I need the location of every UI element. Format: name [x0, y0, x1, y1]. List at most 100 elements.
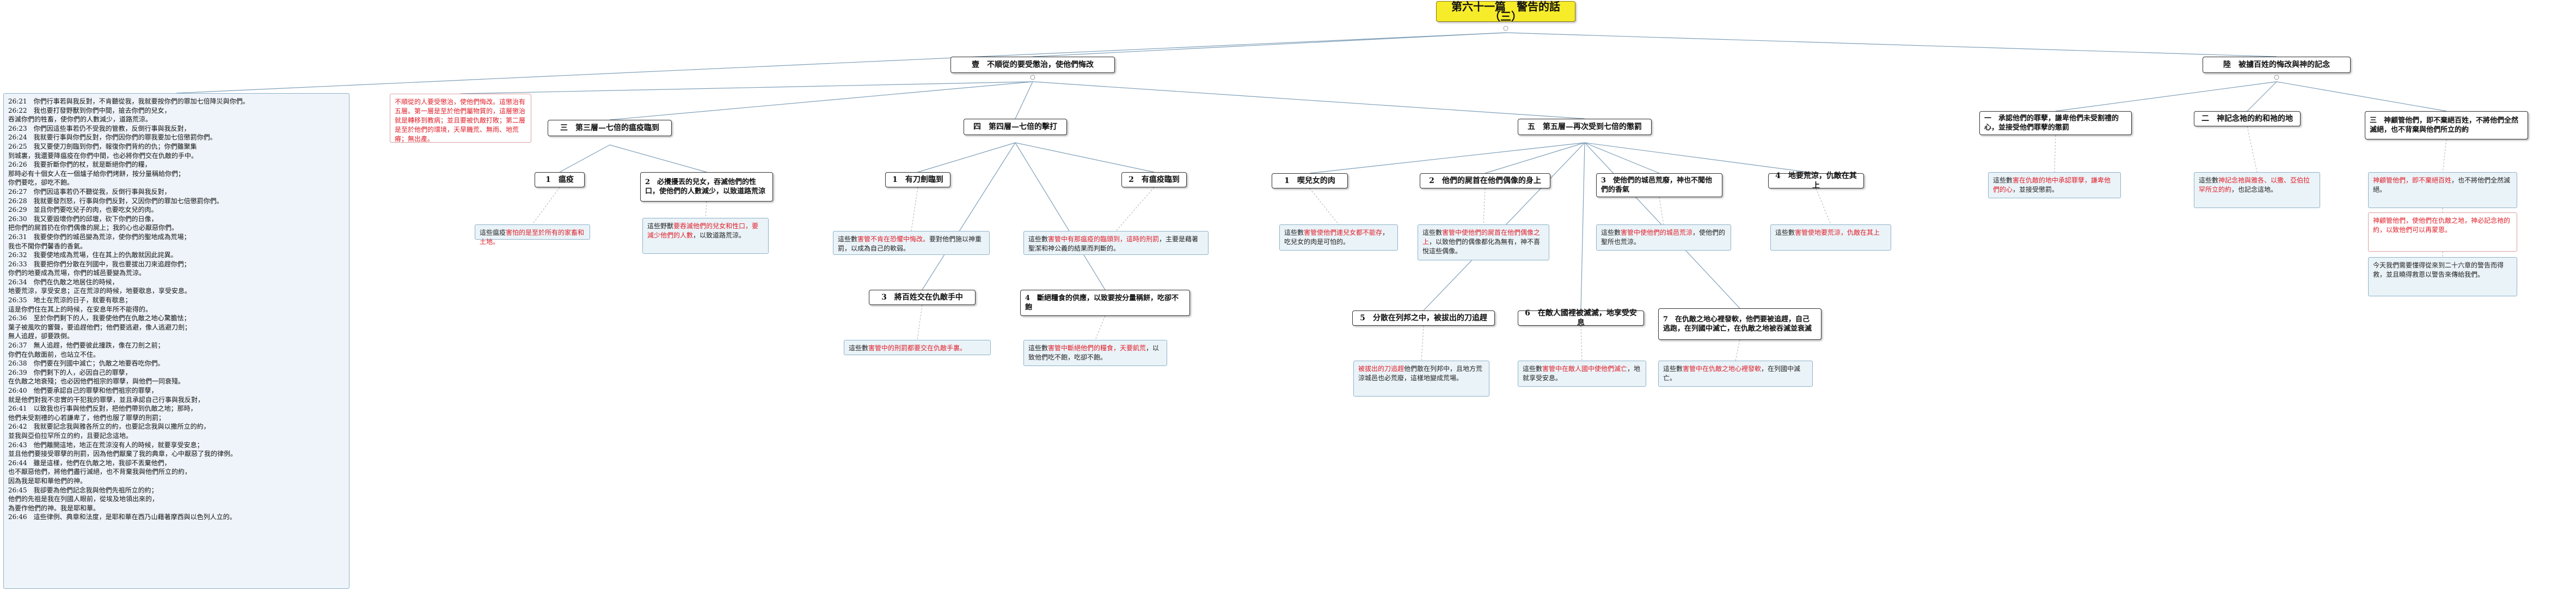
verse-line: 也不厭惡他們，將他們盡行滅絕，也不背棄我與他們所立的約，	[8, 468, 192, 476]
verse-line: 26:28 我就要發烈怒，行事與你們反對，又因你們的罪加七倍懲罰你們。	[8, 197, 223, 205]
item-covenant-remembered[interactable]: 二 神記念祂的約和祂的地	[2194, 111, 2301, 126]
item-plague[interactable]: 2 有瘟疫臨到	[1121, 172, 1187, 187]
connector	[917, 142, 1016, 173]
verse-line: 並我與亞伯拉罕所立的約，且要記念這地。	[8, 431, 133, 440]
verse-line: 無人追趕，卻要跌倒。	[8, 332, 74, 340]
verse-line: 26:41 以致我也行事與他們反對，把他們帶到仇敵之地；那時，	[8, 405, 197, 413]
item-famine[interactable]: 4 斷絕糧食的供應，以致要按分量稱餅，吃卻不飽	[1020, 290, 1190, 316]
note-confess: 這些數害在仇敵的地中承認罪孽，謙卑他們的心，並接受懲罰。	[1988, 172, 2121, 198]
verse-line: 26:27 你們因這事若仍不聽從我，反倒行事與我反對，	[8, 187, 171, 196]
layer-four[interactable]: 四 第四層—七倍的擊打	[964, 119, 1067, 135]
verse-line: 吞滅你們的牲畜，使你們的人數減少，道路荒涼。	[8, 115, 152, 124]
verse-line: 他們未受割禮的心若謙卑了，他們也服了罪孽的刑罰；	[8, 413, 165, 422]
connector	[705, 201, 707, 218]
branch-remembrance[interactable]: 陸 被擄百姓的悔改與神的記念	[2203, 57, 2351, 73]
verse-line: 26:42 我就要記念我與雅各所立的約，也要記念我與以撒所立的約，	[8, 423, 210, 431]
branch-discipline-intro: 不順從的人要受懲治，使他們悔改。這懲治有五層。第一層是至於他們屬物質的，這層懲治…	[390, 94, 531, 143]
scripture-verses-panel: 26:21 你們行事若與我反對，不肯聽從我，我就要按你們的罪加七倍降災與你們。2…	[3, 93, 349, 589]
connector	[460, 81, 1033, 94]
connector	[1659, 197, 1664, 225]
item-scattered[interactable]: 5 分散在列邦之中，被拔出的刀追趕	[1352, 310, 1495, 326]
connector	[1505, 32, 2277, 57]
connector	[1309, 142, 1585, 174]
item-eat-children[interactable]: 1 喫兒女的肉	[1272, 173, 1348, 188]
connector	[922, 142, 1016, 290]
connector	[2276, 81, 2447, 112]
note-covenant-remembered: 這些數神記念祂與雅各、以撒、亞伯拉罕所立的約，也記念這地。	[2194, 172, 2320, 208]
item-carcasses[interactable]: 2 他們的屍首在他們偶像的身上	[1420, 173, 1550, 188]
note-not-cast-away: 神顧管他們，即不棄絕百姓，也不將他們全然滅絕。	[2368, 172, 2517, 208]
verse-line: 26:43 他們離開這地，地正在荒涼沒有人的時候，就要享受安息；	[8, 441, 204, 449]
collapse-handle[interactable]	[1030, 75, 1035, 80]
verse-line: 26:30 我又要毀壞你們的邱壇，砍下你們的日像，	[8, 215, 158, 223]
verse-line: 把你們的屍首扔在你們偶像的屍上；我的心也必厭惡你們。	[8, 224, 179, 232]
verse-line: 26:32 我要使地成為荒場，住在其上的仇敵就因此詫異。	[8, 251, 177, 259]
item-not-cast-away[interactable]: 三 神顧管他們，即不棄絕百姓，不將他們全然滅絕，也不背棄與他們所立的約	[2365, 111, 2528, 139]
item-wild-beasts[interactable]: 2 必攪擾丟的兒女，吞滅他們的性口，使他們的人數減少，以致道路荒涼	[640, 172, 773, 202]
layer-three[interactable]: 三 第三層—七倍的瘟疫臨到	[548, 120, 672, 136]
collapse-handle[interactable]	[1503, 26, 1508, 31]
connector	[1584, 142, 1817, 174]
connector	[1485, 142, 1585, 174]
connector	[1735, 339, 1740, 361]
note-remembrance-black: 今天我們需要懂得從來到二十六章的警告而得救，並且曉得救恩以警告來傳給我們。	[2368, 257, 2517, 296]
connector	[1015, 81, 1033, 119]
connector	[609, 144, 707, 173]
note-remembrance-red: 神顧管他們，使他們在仇敵之地，神必記念祂的約，以致他們可以再蒙恩。	[2368, 212, 2517, 252]
item-confess[interactable]: 一 承認他們的罪孽，謙卑他們未受割禮的心，並接受他們罪孽的懲罰	[1979, 111, 2132, 135]
collapse-handle[interactable]	[2274, 75, 2279, 80]
connector	[176, 32, 1506, 94]
verse-line: 在仇敵之地衰殘；也必因他們祖宗的罪孽，與他們一同衰殘。	[8, 377, 185, 386]
connector	[1580, 325, 1583, 361]
connector	[1015, 142, 1155, 173]
verse-line: 並且他們要接受罪孽的刑罰，因為他們厭棄了我的典章，心中厭惡了我的律例。	[8, 450, 237, 458]
connector	[1816, 188, 1831, 225]
connector	[917, 304, 923, 340]
branch-discipline[interactable]: 壹 不順從的要受懲治，使他們悔改	[950, 57, 1115, 73]
verse-line: 26:29 並且你們要吃兒子的肉，也要吃女兒的肉。	[8, 206, 158, 214]
verse-line: 26:38 你們要在列國中滅亡；仇敵之地要吞吃你們。	[8, 360, 164, 368]
note-plague: 這些數害管中有那瘟疫的臨頭到，這時的刑罰，主要是藉著聖潔和神公義的結果而判斷的。	[1023, 231, 1209, 255]
item-cities-waste[interactable]: 3 使他們的城邑荒廢，神也不聞他們的香氣	[1596, 173, 1722, 197]
connector	[1309, 188, 1339, 225]
verse-line: 26:26 我要折斷你們的杖，就是斷絕你們的糧，	[8, 161, 151, 169]
item-sword[interactable]: 1 有刀劍臨到	[885, 172, 950, 187]
item-enemies-hand[interactable]: 3 將百姓交在仇敵手中	[869, 290, 976, 305]
item-pestilence[interactable]: 1 瘟疫	[535, 172, 585, 187]
root-node[interactable]: 第六十一篇 警告的話（三）	[1436, 1, 1575, 22]
verse-line: 我也不聞你們馨香的香氣。	[8, 242, 87, 250]
layer-five[interactable]: 五 第五層—再次受到七倍的懲罰	[1518, 119, 1652, 135]
verse-line: 26:39 你們剩下的人，必因自己的罪孽，	[8, 368, 132, 376]
item-faint-hearts[interactable]: 7 在仇敵之地心裡發軟，他們要被追趕，自己逃跑，在列國中滅亡，在仇敵之地被吞滅並…	[1658, 308, 1821, 340]
connector	[1584, 142, 1660, 174]
verse-line: 26:36 至於你們剩下的人，我要使他們在仇敵之地心驚膽怯；	[8, 314, 191, 322]
verse-line: 葉子被風吹的響聲，要追趕他們；他們要逃避，像人逃避刀劍；	[8, 323, 192, 331]
note-wild-beasts: 這些野獸要吞滅他們的兒女和性口，要減少他們的人數，以致道路荒涼。	[642, 218, 769, 254]
verse-line: 26:40 他們要承認自己的罪孽和他們祖宗的罪孽，	[8, 387, 158, 394]
verse-line: 26:25 我又要使刀劍臨到你們，報復你們背約的仇；你們雖聚集	[8, 142, 197, 150]
verse-line: 26:34 你們在仇敵之地居住的時候，	[8, 278, 119, 286]
connector	[2247, 126, 2258, 173]
connector	[1032, 81, 1585, 119]
verse-line: 這是你們住在其上的時候，在安息年所不能得的。	[8, 305, 152, 313]
connector	[1015, 142, 1106, 290]
connector	[559, 144, 610, 173]
verse-line: 26:23 你們因這些事若仍不受我的管教，反倒行事與我反對，	[8, 124, 191, 132]
connector	[2247, 81, 2277, 112]
note-perish-sabbath: 這些數害管中在敵人國中使他們滅亡，地就享受安息。	[1518, 361, 1646, 387]
item-land-desolate[interactable]: 4 地要荒涼，仇敵在其上	[1768, 172, 1864, 190]
verse-line: 26:44 雖是這樣，他們在仇敵之地，我卻不丟棄他們，	[8, 459, 171, 467]
verse-line: 因為我是耶和華他們的神。	[8, 477, 87, 485]
note-sword: 這些數害管不肯在恐懼中悔改。要對他們施以神重罰，以成為自己的軟弱。	[833, 231, 990, 255]
connector	[2055, 81, 2277, 112]
verse-line: 你們的地要成為荒場，你們的城邑要變為荒涼。	[8, 269, 146, 277]
verse-line: 26:46 這些律例、典章和法度，是耶和華在西乃山藉著摩西與以色列人立的。	[8, 513, 236, 521]
note-cities-waste: 這些數害管中使他們的城邑荒涼，使他們的聖所也荒涼。	[1596, 224, 1731, 251]
item-perish-sabbath[interactable]: 6 在敵人國裡被滅滅，地享受安息	[1518, 309, 1644, 327]
note-enemies-hand: 這些數害管中的刑罰都要交在仇敵手裏。	[844, 340, 991, 355]
verse-line: 26:24 我就要行事與你們反對，你們因你們的罪我要加七倍懲罰你們。	[8, 133, 217, 142]
verse-line: 那時必有十個女人在一個爐子給你們烤餅，按分量稱給你們；	[8, 169, 185, 178]
note-carcasses: 這些數害管中使他們的屍首在他們偶像之上，以致他們的偶像都化為無有，神不喜悅這些偶…	[1418, 224, 1549, 260]
connector	[1115, 187, 1155, 231]
